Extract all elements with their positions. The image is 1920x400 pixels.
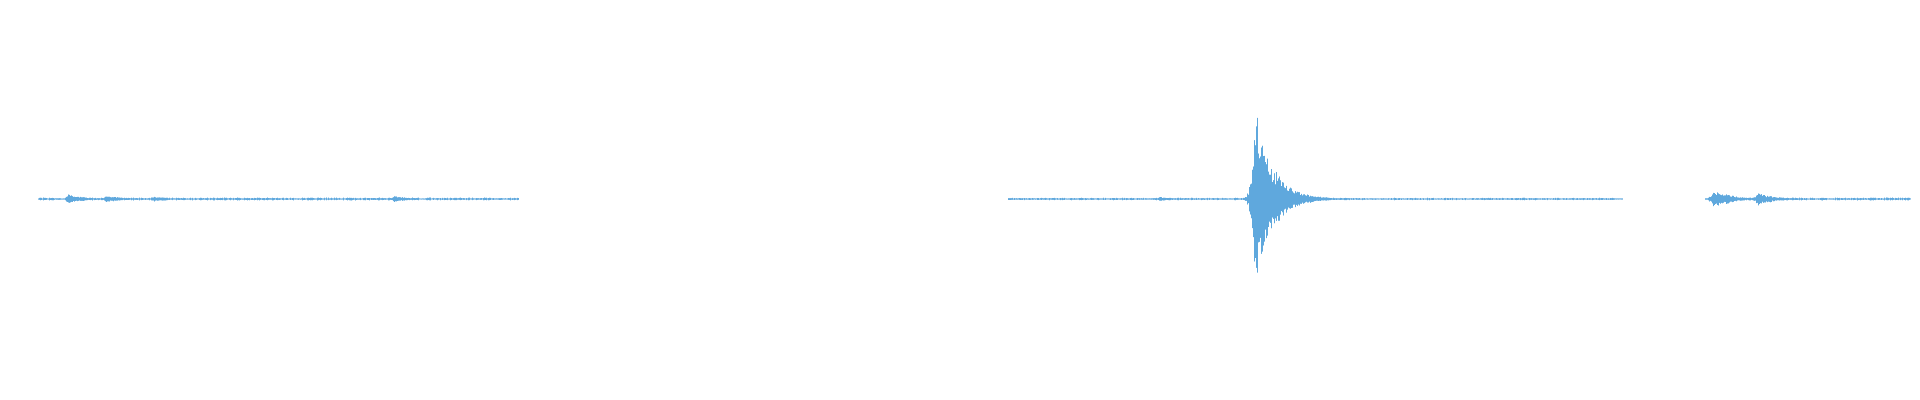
waveform-segment-3: [1705, 192, 1911, 207]
waveform-trace: [1008, 117, 1623, 273]
waveform-segment-2: [1008, 117, 1623, 273]
waveform-segment-1: [38, 194, 519, 203]
